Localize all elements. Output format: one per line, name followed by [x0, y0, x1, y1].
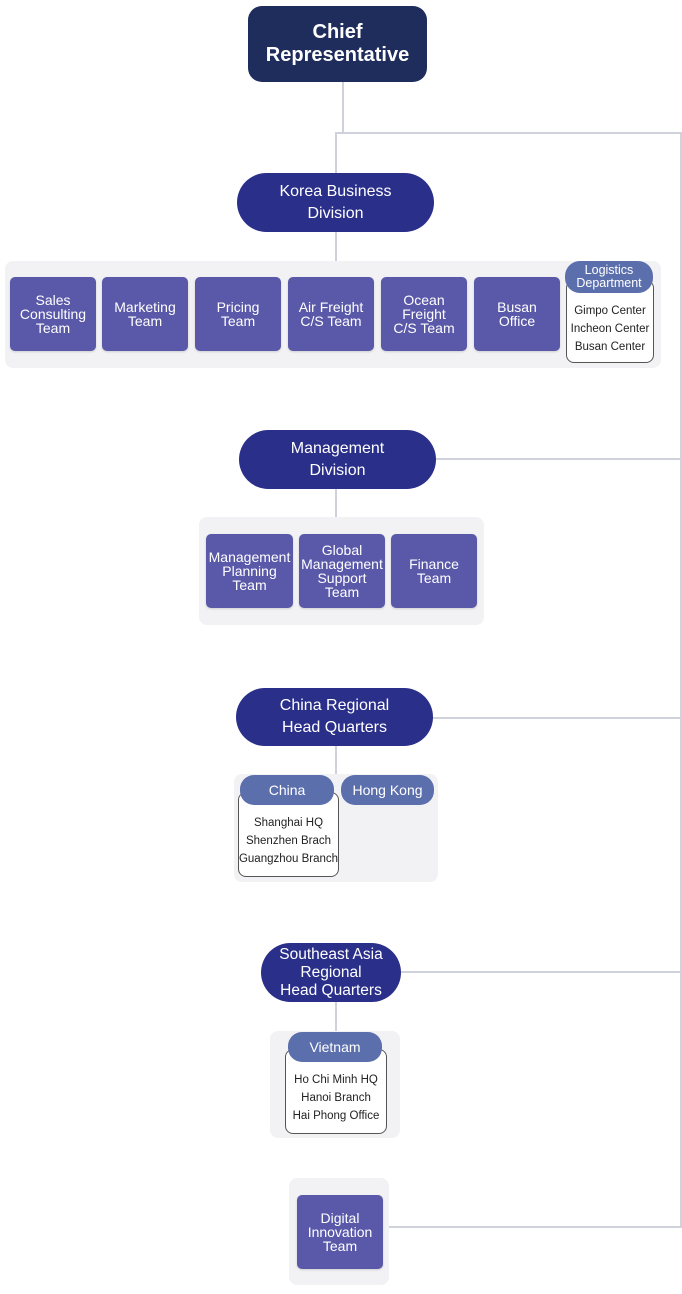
connector-management-panel [335, 488, 337, 518]
management-division[interactable]: Management Division [239, 430, 436, 489]
global-management-support-team[interactable]: Global Management Support Team [299, 534, 385, 608]
sales-consulting-team[interactable]: Sales Consulting Team [10, 277, 96, 351]
connector-right-spine [680, 132, 682, 1228]
list-item: Guangzhou Branch [238, 852, 339, 865]
connector-sea-panel [335, 1000, 337, 1032]
connector-sea-branch [400, 971, 682, 973]
list-item: Gimpo Center [574, 304, 646, 317]
list-item: Shenzhen Brach [245, 834, 332, 847]
connector-china-branch [432, 717, 682, 719]
connector-chief-down [342, 82, 344, 134]
connector-china-panel [335, 745, 337, 775]
finance-team[interactable]: Finance Team [391, 534, 477, 608]
korea-business-division[interactable]: Korea Business Division [237, 173, 434, 232]
list-item: Incheon Center [570, 322, 650, 335]
logistics-centers-list: Gimpo Center Incheon Center Busan Center [566, 280, 654, 363]
connector-management-branch [435, 458, 682, 460]
china-pill[interactable]: China [240, 775, 334, 805]
ocean-freight-cs-team[interactable]: Ocean Freight C/S Team [381, 277, 467, 351]
air-freight-cs-team[interactable]: Air Freight C/S Team [288, 277, 374, 351]
hong-kong-pill[interactable]: Hong Kong [341, 775, 434, 805]
management-planning-team[interactable]: Management Planning Team [206, 534, 293, 608]
busan-office[interactable]: Busan Office [474, 277, 560, 351]
connector-main-spine [335, 132, 337, 174]
connector-top-horizontal [335, 132, 682, 134]
vietnam-pill[interactable]: Vietnam [288, 1032, 382, 1062]
list-item: Busan Center [574, 340, 646, 353]
list-item: Hai Phong Office [292, 1109, 380, 1122]
logistics-department-pill[interactable]: Logistics Department [565, 261, 653, 293]
pricing-team[interactable]: Pricing Team [195, 277, 281, 351]
list-item: Shanghai HQ [253, 816, 324, 829]
chief-representative-box[interactable]: Chief Representative [248, 6, 427, 82]
marketing-team[interactable]: Marketing Team [102, 277, 188, 351]
list-item: Hanoi Branch [301, 1091, 371, 1104]
vietnam-branches-list: Ho Chi Minh HQ Hanoi Branch Hai Phong Of… [285, 1049, 387, 1134]
southeast-asia-regional-head-quarters[interactable]: Southeast Asia Regional Head Quarters [261, 943, 401, 1002]
connector-korea-panel [335, 231, 337, 261]
china-regional-head-quarters[interactable]: China Regional Head Quarters [236, 688, 433, 746]
list-item: Ho Chi Minh HQ [294, 1073, 378, 1086]
connector-digital-branch [388, 1226, 682, 1228]
digital-innovation-team[interactable]: Digital Innovation Team [297, 1195, 383, 1269]
